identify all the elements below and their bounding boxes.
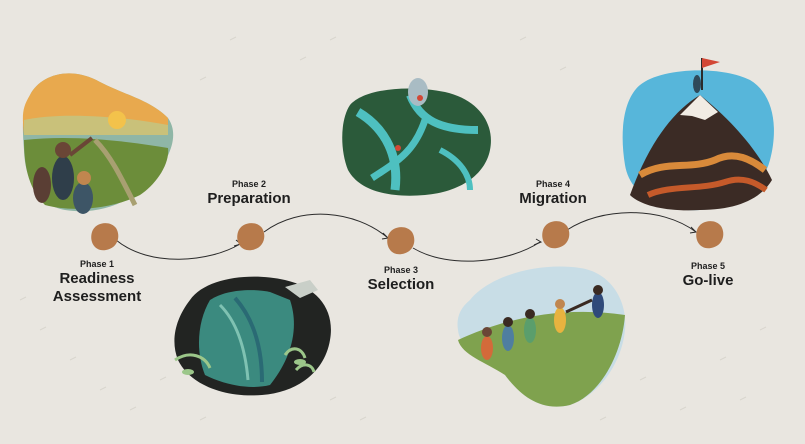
phase-1-marker: [91, 223, 119, 251]
background-texture: [19, 36, 767, 421]
phase-4-number: Phase 4: [535, 179, 571, 189]
phase-3-number: Phase 3: [383, 265, 419, 275]
phase-5-number: Phase 5: [690, 261, 726, 271]
connector-1-2: [115, 239, 241, 260]
phase-1-label: Phase 1 Readiness Assessment: [53, 258, 141, 306]
connector-2-3: [263, 213, 389, 239]
sunrise-landscape-illustration: [22, 73, 174, 214]
phase-1-number: Phase 1: [79, 259, 115, 269]
mountain-summit-flag-illustration: [622, 58, 774, 211]
phase-4-marker: [542, 221, 570, 249]
phase-4-label: Phase 4 Migration: [519, 178, 587, 208]
phase-2-label: Phase 2 Preparation: [207, 178, 290, 208]
phase-1-title: Readiness Assessment: [52, 270, 142, 305]
connector-arrows: [115, 212, 698, 262]
maze-path-illustration: [342, 78, 491, 196]
connector-4-5: [566, 212, 697, 233]
phase-3-marker: [387, 227, 415, 255]
watering-can-plants-illustration: [174, 276, 331, 396]
phase-5-label: Phase 5 Go-live: [683, 260, 734, 290]
phase-5-title: Go-live: [682, 272, 734, 289]
phase-markers: [91, 221, 724, 255]
phase-2-number: Phase 2: [231, 179, 267, 189]
phase-3-label: Phase 3 Selection: [368, 264, 435, 294]
phase-5-marker: [696, 221, 724, 249]
phase-2-title: Preparation: [207, 190, 291, 207]
phase-4-title: Migration: [519, 190, 587, 207]
climbing-team-illustration: [457, 266, 626, 407]
connector-3-4: [412, 241, 541, 262]
phase-3-title: Selection: [367, 276, 435, 293]
phase-2-marker: [237, 223, 265, 251]
